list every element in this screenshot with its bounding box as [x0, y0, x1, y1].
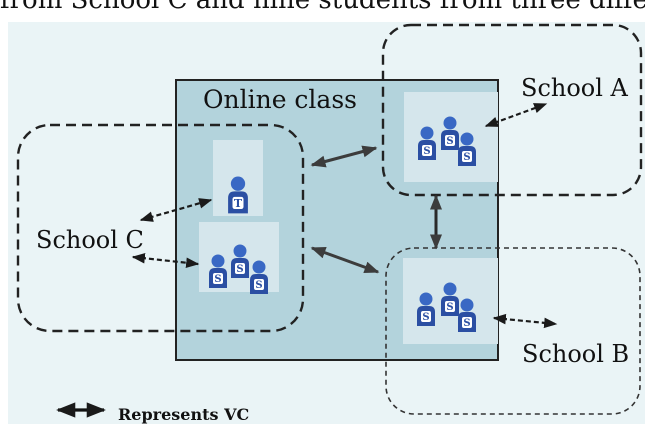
teacher-badge: T: [234, 197, 243, 210]
school-b-students-icon: S S S: [417, 282, 476, 332]
dashed-arrow-school-c-teacher: [139, 198, 213, 222]
student-badge: S: [463, 152, 470, 163]
header-text: from School C and nine students from thr…: [0, 0, 645, 14]
online-class-label: Online class: [203, 85, 357, 114]
student-badge: S: [422, 312, 429, 323]
school-b-label: School B: [522, 340, 629, 368]
student-badge: S: [446, 302, 453, 313]
vc-arrow-c-to-b: [310, 246, 380, 274]
school-c-students-icon: S S S: [209, 244, 268, 294]
dashed-arrow-school-c-students: [131, 253, 200, 268]
dashed-arrow-school-b: [492, 313, 558, 329]
legend-label: Represents VC: [118, 405, 249, 424]
school-c-boundary: [16, 123, 305, 333]
vc-arrow-c-to-a: [310, 145, 378, 168]
school-c-label: School C: [36, 226, 144, 254]
school-a-boundary: [381, 23, 643, 197]
student-badge: S: [214, 274, 221, 285]
school-a-students-icon: S S S: [418, 116, 476, 166]
student-badge: S: [236, 264, 243, 275]
dashed-arrow-school-a: [484, 102, 548, 128]
teacher-icon: T: [228, 176, 248, 214]
student-badge: S: [446, 136, 453, 147]
school-a-label: School A: [521, 74, 629, 102]
student-badge: S: [255, 280, 262, 291]
school-b-boundary: [385, 247, 641, 415]
student-badge: S: [463, 318, 470, 329]
student-badge: S: [423, 146, 430, 157]
